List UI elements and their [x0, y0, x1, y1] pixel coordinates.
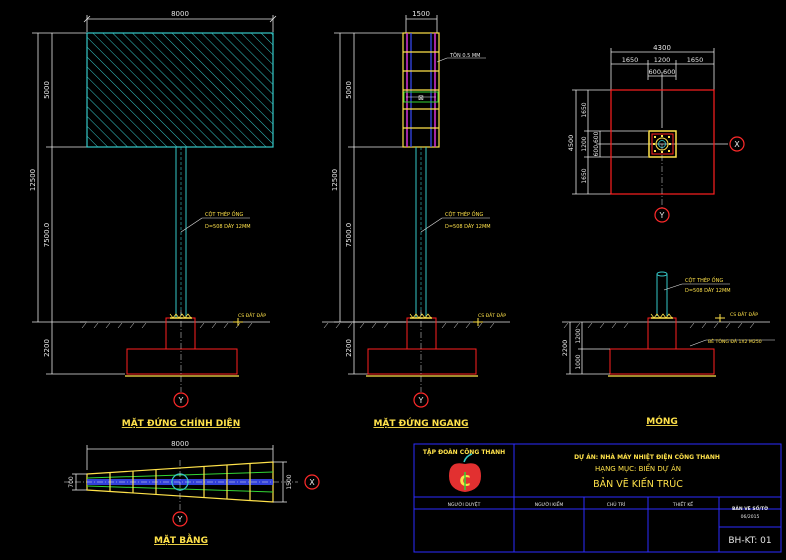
role-approver: NGƯỜI DUYỆT — [448, 500, 481, 508]
foundation-section-upper: 1200 — [575, 328, 582, 343]
side-axis-marker: Y — [413, 392, 429, 408]
plan-width-text: 8000 — [171, 440, 189, 448]
project-name: DỰ ÁN: NHÀ MÁY NHIỆT ĐIỆN CÔNG THANH — [574, 453, 720, 461]
foundation-concrete-note: BÊ TÔNG ĐÁ 1X2 M250 — [708, 337, 762, 345]
plan-axis-y: Y — [172, 511, 188, 527]
side-elevation: 1500 5000 12500 7500.0 2200 — [322, 10, 510, 429]
drawing-number-label: BẢN VẼ SỐ/TỜ — [732, 504, 768, 512]
side-axis-label: Y — [418, 396, 424, 405]
front-elevation: 8000 5000 12500 7500.0 2200 CỘT THÉP ỐNG — [29, 10, 277, 429]
front-total-height-text: 12500 — [29, 169, 37, 191]
plan-axis-x-label: X — [309, 478, 315, 487]
side-pole — [415, 147, 427, 318]
foundation-top-dimensions — [610, 48, 715, 128]
drawing-date: 06/2015 — [741, 514, 760, 520]
sheet-number: BH-KT: 01 — [728, 536, 771, 546]
foundation-section-total: 2200 — [561, 340, 569, 357]
plan-structure — [64, 460, 298, 510]
company-logo: C — [449, 453, 481, 492]
plan-view: 8000 700 15 — [64, 440, 320, 546]
foundation-pedestal — [648, 130, 677, 158]
front-ground: CS ĐẮT ĐẮP — [80, 311, 270, 329]
foundation-pole-note-2: D=508 DÀY 12MM — [685, 287, 731, 294]
side-footing — [366, 310, 478, 392]
front-axis-marker: Y — [173, 392, 189, 408]
side-pole-height-text: 7500.0 — [345, 223, 353, 248]
foundation-section-lower: 1000 — [575, 354, 582, 369]
foundation-width-seg-3: 1650 — [687, 56, 704, 64]
foundation-level-note: CS ĐẮT ĐẮP — [730, 310, 758, 318]
front-view-title: MẶT ĐỨNG CHÍNH DIỆN — [122, 417, 241, 429]
side-plate-note: TÔN 0.5 MM — [436, 52, 486, 63]
plan-width-dimension — [86, 445, 274, 470]
title-block: TẬP ĐOÀN CÔNG THANH C DỰ ÁN: NHÀ MÁY NHI… — [413, 443, 782, 553]
front-axis-label: Y — [178, 396, 184, 405]
front-board-height-text: 5000 — [43, 81, 51, 99]
foundation-inner-width: 600 600 — [649, 68, 676, 76]
side-width-text: 1500 — [412, 10, 430, 18]
side-view-title: MẶT ĐỨNG NGANG — [373, 417, 468, 429]
front-pole-note-2: D=508 DÀY 12MM — [205, 223, 251, 230]
side-vertical-dimensions — [334, 32, 406, 375]
foundation-width-seg-2: 1200 — [654, 56, 671, 64]
front-footing — [125, 310, 239, 392]
foundation-view-title: MÓNG — [646, 415, 678, 427]
side-width-dimension — [405, 15, 438, 33]
side-pole-note-1: CỘT THÉP ỐNG — [445, 210, 483, 218]
foundation-axis-y-label: Y — [659, 211, 665, 220]
foundation-depth-seg-1: 1650 — [581, 102, 588, 117]
front-level-note: CS ĐẮT ĐẮP — [238, 311, 266, 319]
side-board-height-text: 5000 — [345, 81, 353, 99]
front-pole-note: CỘT THÉP ỐNG D=508 DÀY 12MM — [180, 210, 251, 233]
side-frame: ⊠ — [402, 32, 440, 148]
foundation-total-depth: 4500 — [567, 135, 575, 152]
foundation-axis-x: X — [729, 136, 745, 152]
front-pole-height-text: 7500.0 — [43, 223, 51, 248]
foundation-depth-seg-2: 1200 — [581, 136, 588, 151]
role-lead: CHỦ TRÌ — [607, 500, 625, 508]
foundation-axis-x-label: X — [734, 140, 740, 149]
drawing-name: BẢN VẼ KIẾN TRÚC — [593, 478, 683, 490]
foundation-pole-note-1: CỘT THÉP ỐNG — [685, 276, 723, 284]
foundation-section: CỘT THÉP ỐNG D=508 DÀY 12MM CS ĐẮT ĐẮP B… — [561, 271, 775, 377]
side-level-note: CS ĐẮT ĐẮP — [478, 311, 506, 319]
front-vertical-dimensions — [32, 32, 125, 375]
foundation-axis-y: Y — [654, 207, 670, 223]
side-plate-note-text: TÔN 0.5 MM — [449, 52, 481, 59]
foundation-depth-seg-3: 1650 — [581, 168, 588, 183]
front-width-dimension — [83, 15, 277, 32]
front-foundation-height-text: 2200 — [43, 339, 51, 357]
side-pole-note: CỘT THÉP ỐNG D=508 DÀY 12MM — [420, 210, 491, 233]
side-pole-note-2: D=508 DÀY 12MM — [445, 223, 491, 230]
front-width-text: 8000 — [171, 10, 189, 18]
foundation-width-seg-1: 1650 — [622, 56, 639, 64]
front-pole — [175, 147, 187, 318]
project-item: HẠNG MỤC: BIỂN DỰ ÁN — [595, 463, 681, 473]
role-checker: NGƯỜI KIỂM — [535, 500, 564, 508]
plan-axis-y-label: Y — [177, 515, 183, 524]
front-billboard-panel — [86, 32, 274, 148]
svg-text:⊠: ⊠ — [418, 94, 424, 102]
foundation-inner-depth: 600 600 — [593, 131, 600, 156]
side-total-height-text: 12500 — [331, 169, 339, 191]
company-name: TẬP ĐOÀN CÔNG THANH — [423, 449, 505, 456]
plan-view-title: MẶT BẰNG — [154, 533, 208, 546]
side-foundation-height-text: 2200 — [345, 339, 353, 357]
foundation-total-width: 4300 — [653, 44, 671, 52]
plan-left-dim: 700 — [68, 476, 75, 488]
side-ground: CS ĐẮT ĐẮP — [322, 311, 510, 329]
plan-side-dimensions — [72, 461, 287, 503]
foundation-outline — [610, 89, 715, 195]
front-pole-note-1: CỘT THÉP ỐNG — [205, 210, 243, 218]
foundation-plan: 4300 1650 1200 1650 600 600 4500 1650 12… — [561, 44, 775, 427]
plan-right-dim: 1500 — [286, 474, 293, 489]
plan-axis-x: X — [304, 474, 320, 490]
role-designer: THIẾT KẾ — [672, 500, 693, 508]
